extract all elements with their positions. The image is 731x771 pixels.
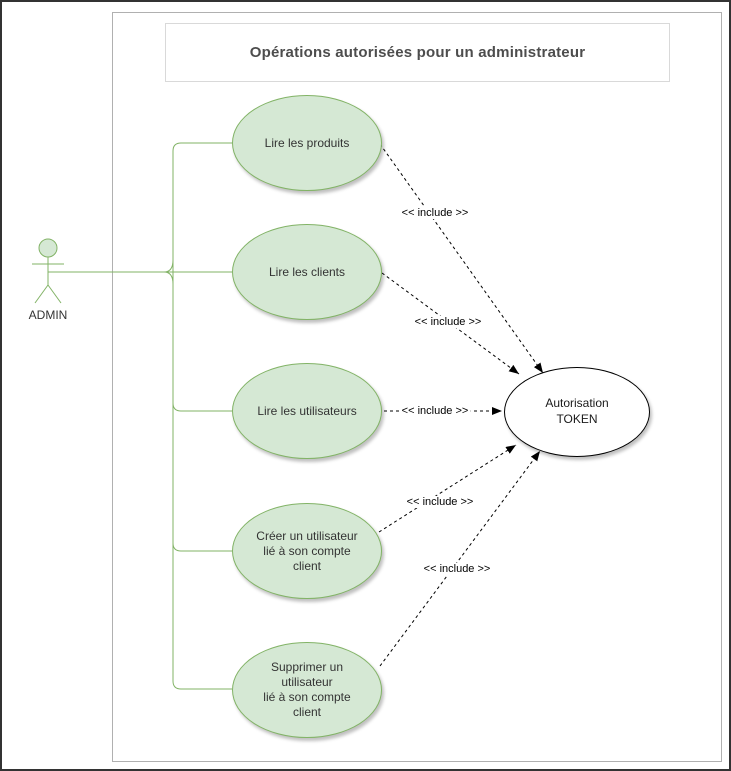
use-case-lire-produits: Lire les produits [232, 95, 382, 191]
use-case-label: Autorisation TOKEN [545, 396, 609, 426]
diagram-frame [112, 12, 722, 762]
include-arrow-supprimer [379, 450, 541, 667]
include-stereotype-label: << include >> [399, 405, 471, 417]
use-case-label: Créer un utilisateur lié à son compte cl… [256, 528, 358, 573]
use-case-label: Lire les produits [264, 135, 350, 150]
diagram-title: Opérations autorisées pour un administra… [249, 44, 586, 61]
use-case-lire-utilisateurs: Lire les utilisateurs [232, 363, 382, 459]
include-arrow-creer [378, 444, 517, 533]
association-branch-utilisateurs [172, 402, 232, 412]
use-case-autorisation-token: Autorisation TOKEN [504, 367, 650, 457]
use-case-lire-clients: Lire les clients [232, 224, 382, 320]
include-arrow-produits [379, 143, 544, 374]
junction-flare-up [163, 259, 174, 273]
include-stereotype-label: << include >> [421, 563, 493, 575]
association-trunk [172, 142, 232, 690]
association-tree [48, 142, 232, 690]
use-case-label: Lire les clients [268, 264, 346, 279]
include-stereotype-label: << include >> [412, 316, 484, 328]
use-case-creer-utilisateur: Créer un utilisateur lié à son compte cl… [232, 503, 382, 599]
actor-name-label: ADMIN [28, 308, 68, 322]
actor-right-leg [47, 284, 62, 304]
association-branch-creer [172, 542, 232, 552]
include-stereotype-label: << include >> [399, 207, 471, 219]
admin-actor-icon [32, 238, 64, 304]
junction-flare-down [163, 271, 174, 285]
use-case-label: Supprimer un utilisateur lié à son compt… [263, 660, 351, 719]
use-case-supprimer-utilisateur: Supprimer un utilisateur lié à son compt… [232, 642, 382, 738]
include-stereotype-label: << include >> [404, 496, 476, 508]
actor-left-leg [34, 284, 49, 304]
use-case-label: Lire les utilisateurs [257, 403, 357, 418]
actor-head [38, 238, 58, 258]
diagram-title-box: Opérations autorisées pour un administra… [165, 23, 670, 82]
